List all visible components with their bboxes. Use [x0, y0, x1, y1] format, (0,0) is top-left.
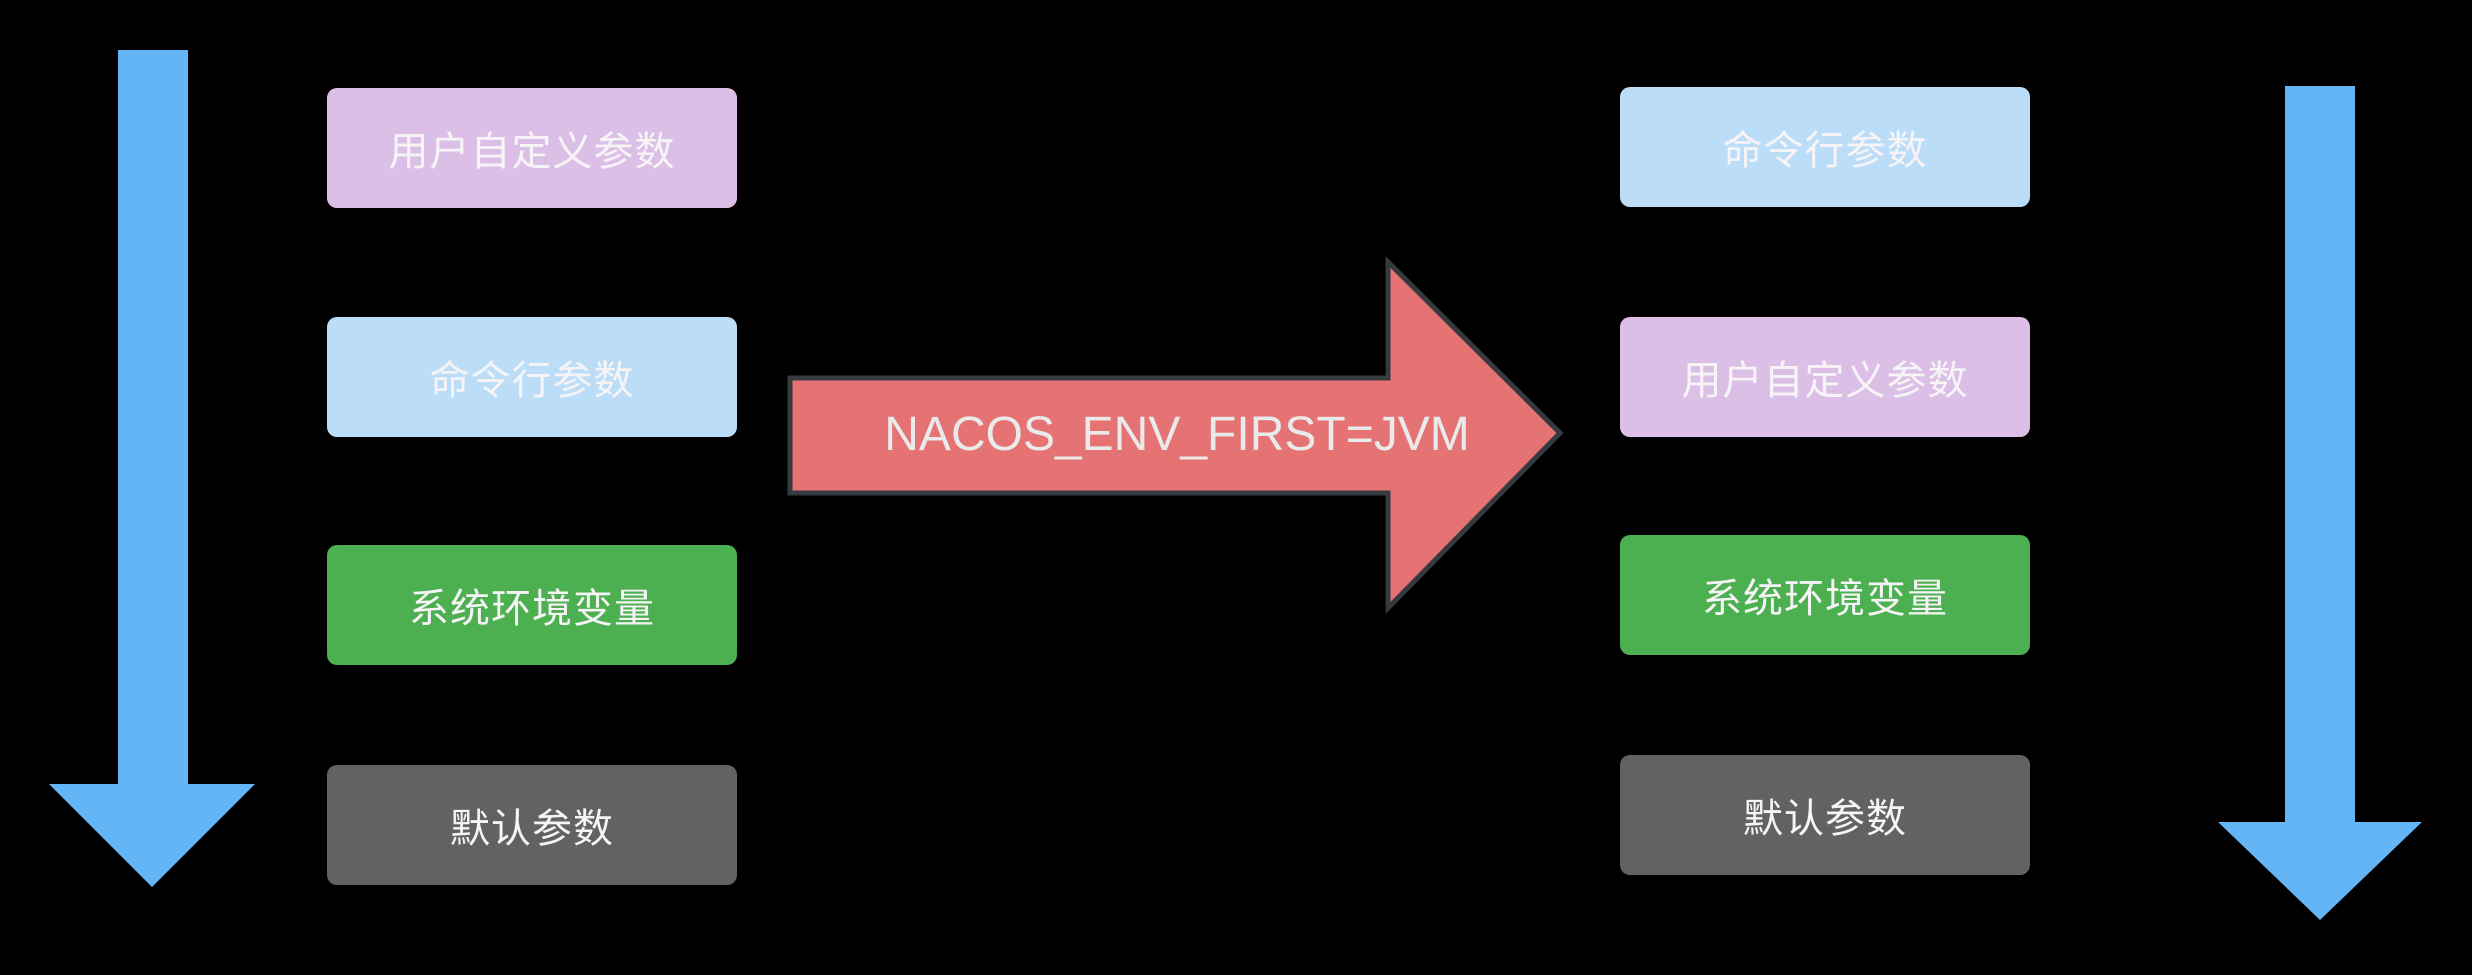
box-label-command-line-right: 命令行参数 [1722, 129, 1928, 173]
flow-right-arrow-icon [787, 255, 1564, 615]
box-system-env-vars-left: 系统环境变量 [327, 545, 737, 665]
left-priority-down-arrow-icon [49, 50, 255, 887]
box-label-user-defined-right: 用户自定义参数 [1681, 359, 1969, 403]
box-system-env-vars-right: 系统环境变量 [1620, 535, 2030, 655]
box-default-params-left: 默认参数 [327, 765, 737, 885]
box-label-default-left: 默认参数 [450, 807, 614, 851]
box-command-line-params-left: 命令行参数 [327, 317, 737, 437]
right-priority-down-arrow-icon [2218, 86, 2422, 920]
box-label-user-defined-left: 用户自定义参数 [388, 130, 676, 174]
box-label-command-line-left: 命令行参数 [429, 359, 635, 403]
flow-arrow-label: NACOS_ENV_FIRST=JVM [884, 408, 1470, 461]
box-user-defined-params-left: 用户自定义参数 [327, 88, 737, 208]
box-label-system-env-right: 系统环境变量 [1702, 577, 1948, 621]
box-user-defined-params-right: 用户自定义参数 [1620, 317, 2030, 437]
box-label-default-right: 默认参数 [1743, 797, 1907, 841]
box-default-params-right: 默认参数 [1620, 755, 2030, 875]
box-label-system-env-left: 系统环境变量 [409, 587, 655, 631]
box-command-line-params-right: 命令行参数 [1620, 87, 2030, 207]
